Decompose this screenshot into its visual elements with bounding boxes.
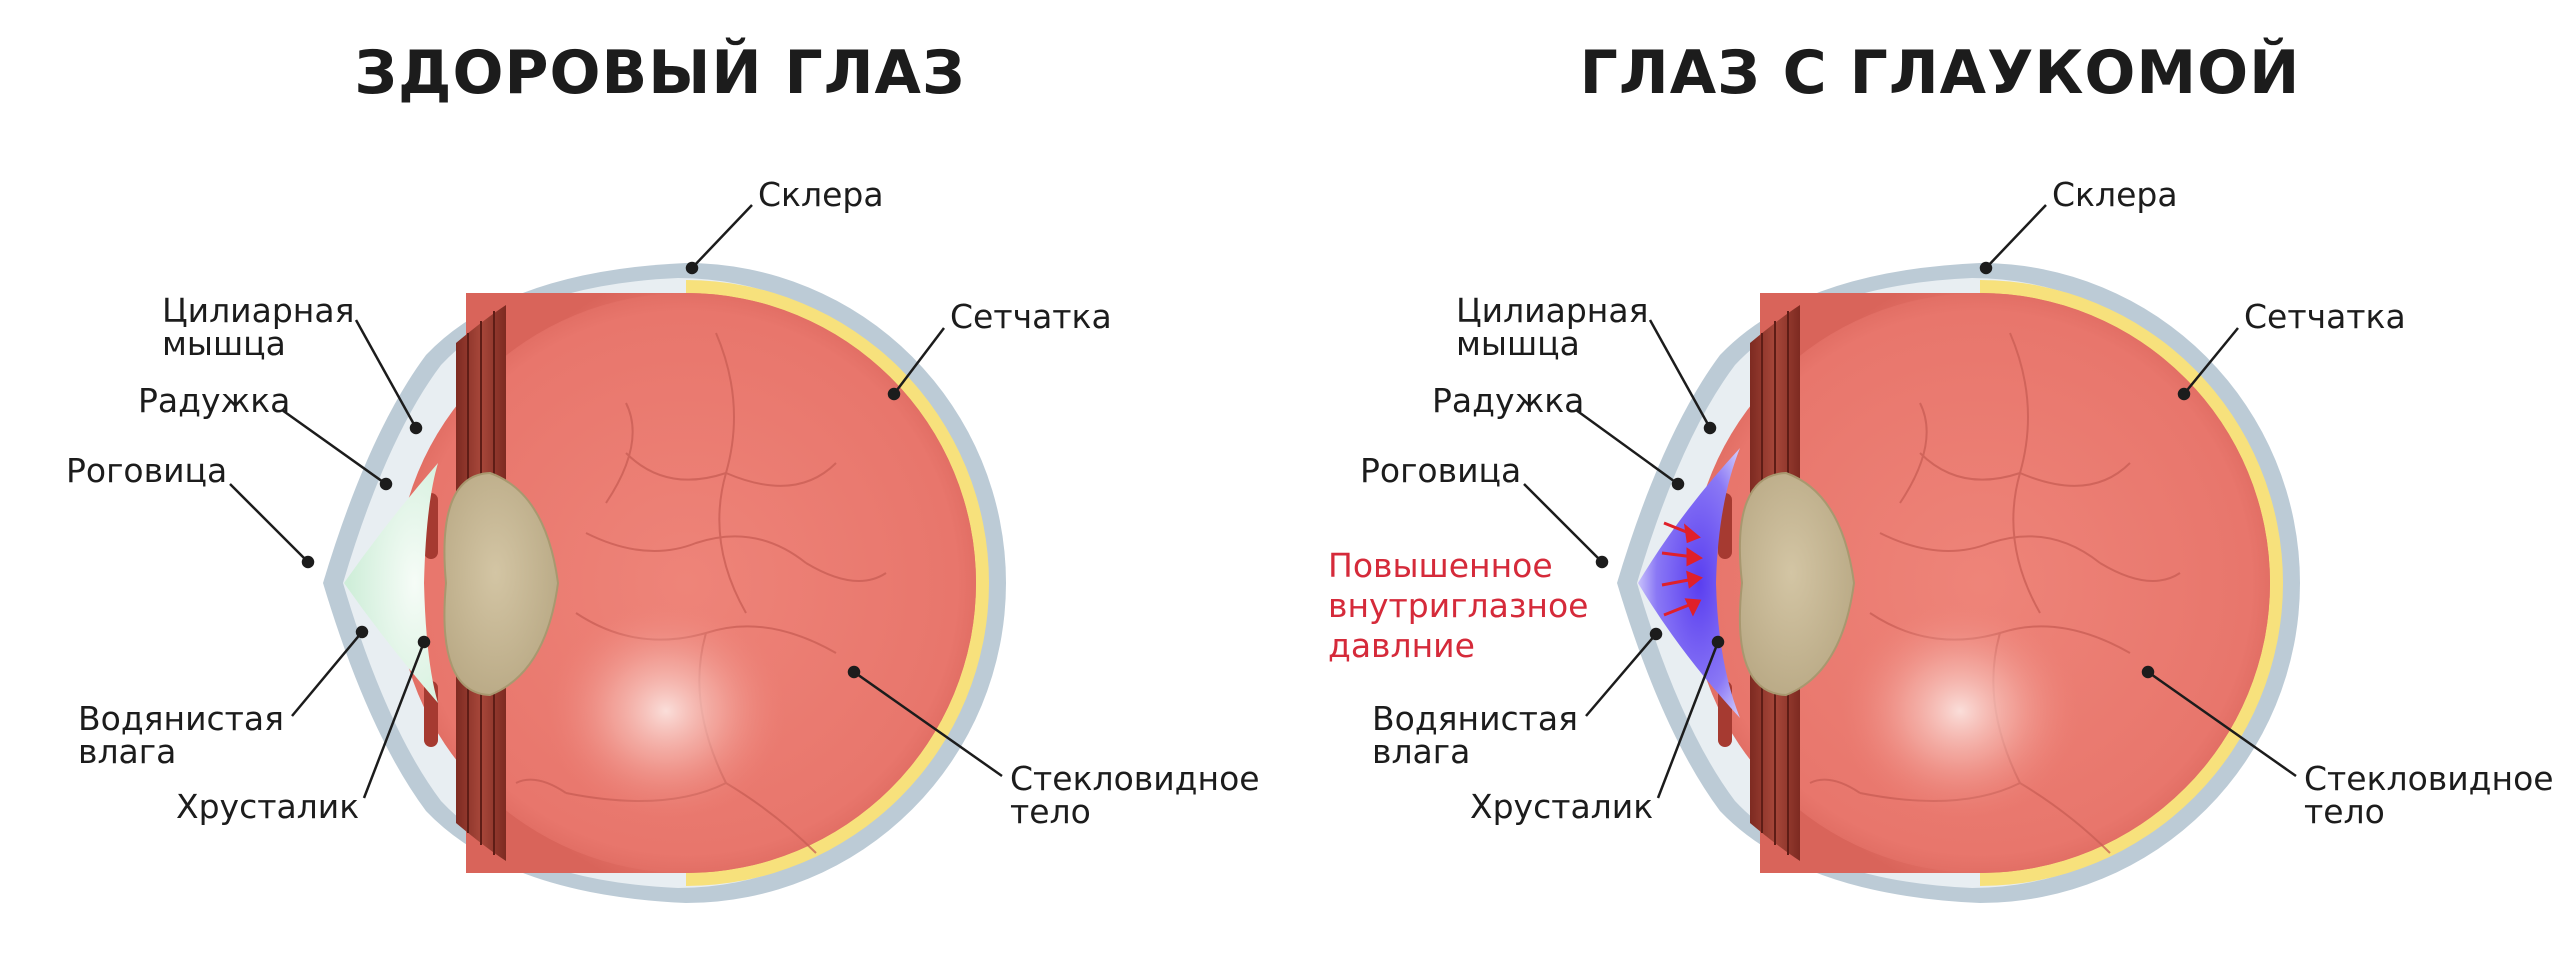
healthy-label-ciliary-line1: Цилиарная <box>162 291 355 330</box>
glaucoma-label-ciliary-line1: Цилиарная <box>1456 291 1649 330</box>
healthy-label-aqueous: Водянистая влага <box>78 702 284 768</box>
healthy-label-vitreous-line2: тело <box>1010 792 1091 831</box>
glaucoma-eye <box>1616 262 2301 904</box>
healthy-label-sclera: Склера <box>758 175 884 214</box>
pressure-arrows <box>1661 521 1703 617</box>
pressure-label: Повышенное внутриглазное давлние <box>1328 546 1588 666</box>
aqueous-humour-healthy <box>344 463 438 703</box>
glaucoma-eye-title: ГЛАЗ С ГЛАУКОМОЙ <box>1579 38 2301 108</box>
healthy-leader-lines <box>229 204 1003 799</box>
glaucoma-label-vitreous: Стекловидное тело <box>2304 762 2554 828</box>
pressure-label-line1: Повышенное <box>1328 546 1553 585</box>
healthy-label-cornea: Роговица <box>66 451 228 490</box>
glaucoma-label-ciliary: Цилиарная мышца <box>1456 294 1648 360</box>
glaucoma-label-vitreous-line1: Стекловидное <box>2304 759 2554 798</box>
glaucoma-label-cornea: Роговица <box>1360 451 1522 490</box>
healthy-label-aqueous-line2: влага <box>78 732 177 771</box>
healthy-label-iris: Радужка <box>138 381 291 420</box>
glaucoma-label-aqueous-line1: Водянистая <box>1372 699 1578 738</box>
glaucoma-label-retina: Сетчатка <box>2244 297 2406 336</box>
healthy-label-lens: Хрусталик <box>176 787 360 826</box>
healthy-label-retina: Сетчатка <box>950 297 1112 336</box>
glaucoma-label-aqueous: Водянистая влага <box>1372 702 1578 768</box>
healthy-label-aqueous-line1: Водянистая <box>78 699 284 738</box>
lens-healthy <box>443 471 560 697</box>
healthy-eye <box>322 262 1007 904</box>
glaucoma-label-iris: Радужка <box>1432 381 1585 420</box>
healthy-label-vitreous: Стекловидное тело <box>1010 762 1260 828</box>
healthy-label-vitreous-line1: Стекловидное <box>1010 759 1260 798</box>
healthy-label-ciliary-line2: мышца <box>162 324 286 363</box>
glaucoma-label-sclera: Склера <box>2052 175 2178 214</box>
glaucoma-label-vitreous-line2: тело <box>2304 792 2385 831</box>
pressure-label-line2: внутриглазное <box>1328 586 1589 625</box>
lens-glaucoma <box>1738 471 1856 697</box>
glaucoma-leader-lines <box>1523 204 2297 799</box>
pressure-label-line3: давлние <box>1328 626 1475 665</box>
glaucoma-label-lens: Хрусталик <box>1470 787 1654 826</box>
healthy-eye-title: ЗДОРОВЫЙ ГЛАЗ <box>354 38 966 108</box>
healthy-label-ciliary: Цилиарная мышца <box>162 294 354 360</box>
glaucoma-label-ciliary-line2: мышца <box>1456 324 1580 363</box>
glaucoma-label-aqueous-line2: влага <box>1372 732 1471 771</box>
